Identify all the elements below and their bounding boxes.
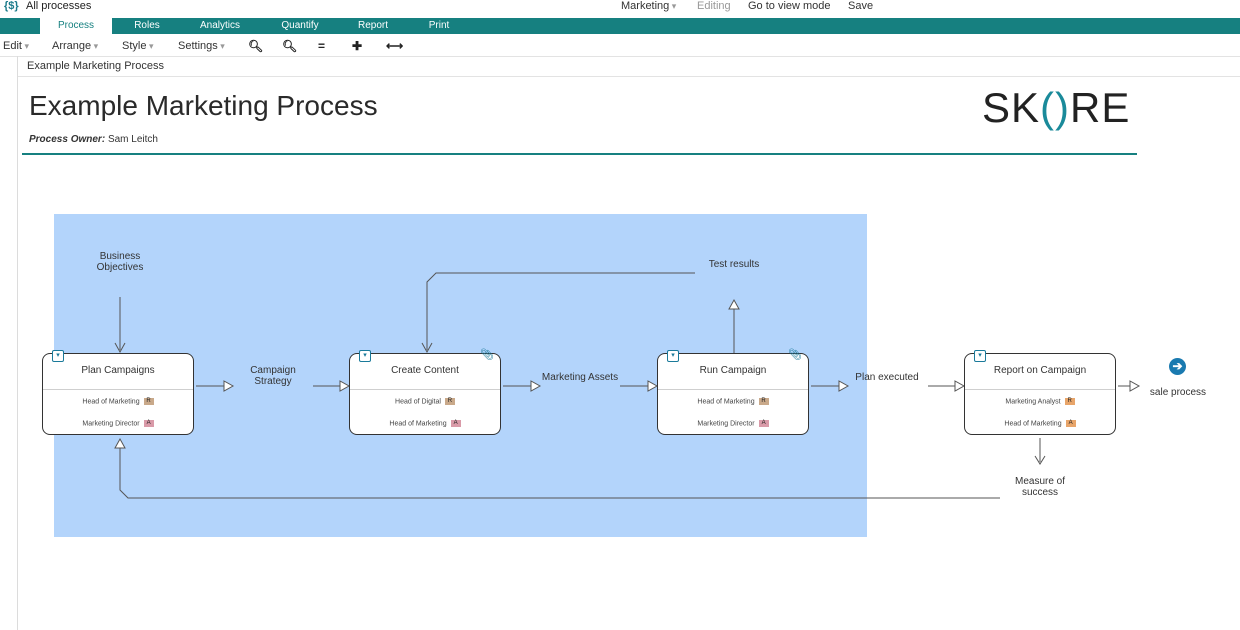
- tab-process[interactable]: Process: [40, 18, 112, 34]
- expand-icon[interactable]: ▾: [667, 350, 679, 362]
- role-badge: R: [444, 398, 455, 405]
- tab-quantify[interactable]: Quantify: [281, 20, 319, 31]
- role-name: Head of Marketing: [697, 398, 755, 406]
- editing-status: Editing: [697, 0, 731, 12]
- equals-icon[interactable]: =: [318, 39, 326, 53]
- label-business-objectives[interactable]: Business Objectives: [96, 251, 144, 273]
- role-badge: R: [143, 398, 154, 405]
- toolbar: Edit Arrange Style Settings 🔍︎ 🔍︎ = ✚ ⟷: [0, 38, 1240, 57]
- role-badge: A: [450, 420, 461, 427]
- process-title: Plan Campaigns: [81, 365, 155, 376]
- role-badge: A: [143, 420, 154, 427]
- role-name: Marketing Director: [697, 420, 755, 428]
- arrange-menu[interactable]: Arrange: [52, 40, 98, 52]
- label-measure-of-success[interactable]: Measure of success: [1014, 476, 1066, 498]
- horizontal-icon[interactable]: ⟷: [386, 39, 404, 53]
- owner-name: Sam Leitch: [107, 134, 158, 145]
- expand-icon[interactable]: ▾: [974, 350, 986, 362]
- process-title: Report on Campaign: [993, 365, 1087, 376]
- expand-icon[interactable]: ▾: [359, 350, 371, 362]
- process-owner: Process Owner: Sam Leitch: [29, 134, 158, 145]
- process-title: Create Content: [391, 365, 459, 376]
- separator: [43, 389, 193, 390]
- breadcrumb: Example Marketing Process: [18, 57, 1240, 77]
- label-plan-executed[interactable]: Plan executed: [855, 372, 919, 383]
- page-title: Example Marketing Process: [29, 90, 378, 121]
- view-mode-button[interactable]: Go to view mode: [748, 0, 831, 12]
- separator: [965, 389, 1115, 390]
- label-test-results[interactable]: Test results: [708, 259, 760, 270]
- cross-icon[interactable]: ✚: [352, 39, 363, 53]
- save-button[interactable]: Save: [848, 0, 874, 12]
- zoom-out-icon[interactable]: 🔍︎: [282, 39, 298, 53]
- tab-report[interactable]: Report: [357, 20, 388, 31]
- header-divider: [22, 153, 1137, 155]
- brand-paren: (): [1040, 84, 1071, 131]
- brand-logo: SK()RE: [982, 84, 1130, 132]
- all-processes-link[interactable]: All processes: [26, 0, 92, 12]
- attachment-icon[interactable]: 📎︎: [480, 349, 494, 361]
- brand-left: SK: [982, 84, 1041, 131]
- top-bar: {$} All processes Marketing Editing Go t…: [0, 0, 1240, 17]
- expand-icon[interactable]: ▾: [52, 350, 64, 362]
- tab-print[interactable]: Print: [428, 20, 450, 31]
- breadcrumb-text[interactable]: Example Marketing Process: [27, 60, 164, 72]
- process-title: Run Campaign: [699, 365, 767, 376]
- brand-right: RE: [1070, 84, 1131, 131]
- attachment-icon[interactable]: 📎︎: [788, 349, 802, 361]
- role-badge: A: [758, 420, 769, 427]
- role-name: Marketing Analyst: [1005, 398, 1061, 406]
- role-badge: A: [1065, 420, 1076, 427]
- tab-bar: Process Roles Analytics Quantify Report …: [0, 18, 1240, 34]
- app-logo[interactable]: {$}: [4, 0, 19, 12]
- label-marketing-assets[interactable]: Marketing Assets: [541, 372, 619, 383]
- zoom-in-icon[interactable]: 🔍︎: [248, 39, 264, 53]
- left-rule: [17, 56, 18, 630]
- tab-roles[interactable]: Roles: [134, 20, 160, 31]
- owner-label: Process Owner:: [29, 134, 106, 145]
- label-sale-process[interactable]: sale process: [1149, 387, 1207, 398]
- edit-menu[interactable]: Edit: [3, 40, 29, 52]
- role-name: Head of Marketing: [1004, 420, 1062, 428]
- role-name: Head of Marketing: [82, 398, 140, 406]
- navigate-arrow-icon[interactable]: ➔: [1169, 358, 1186, 375]
- role-badge: R: [758, 398, 769, 405]
- tab-analytics[interactable]: Analytics: [199, 20, 240, 31]
- role-name: Head of Digital: [395, 398, 441, 406]
- label-campaign-strategy[interactable]: Campaign Strategy: [250, 365, 296, 387]
- role-name: Head of Marketing: [389, 420, 447, 428]
- separator: [658, 389, 808, 390]
- department-dropdown[interactable]: Marketing: [621, 0, 676, 12]
- role-name: Marketing Director: [82, 420, 140, 428]
- settings-menu[interactable]: Settings: [178, 40, 225, 52]
- role-badge: R: [1064, 398, 1075, 405]
- style-menu[interactable]: Style: [122, 40, 154, 52]
- separator: [350, 389, 500, 390]
